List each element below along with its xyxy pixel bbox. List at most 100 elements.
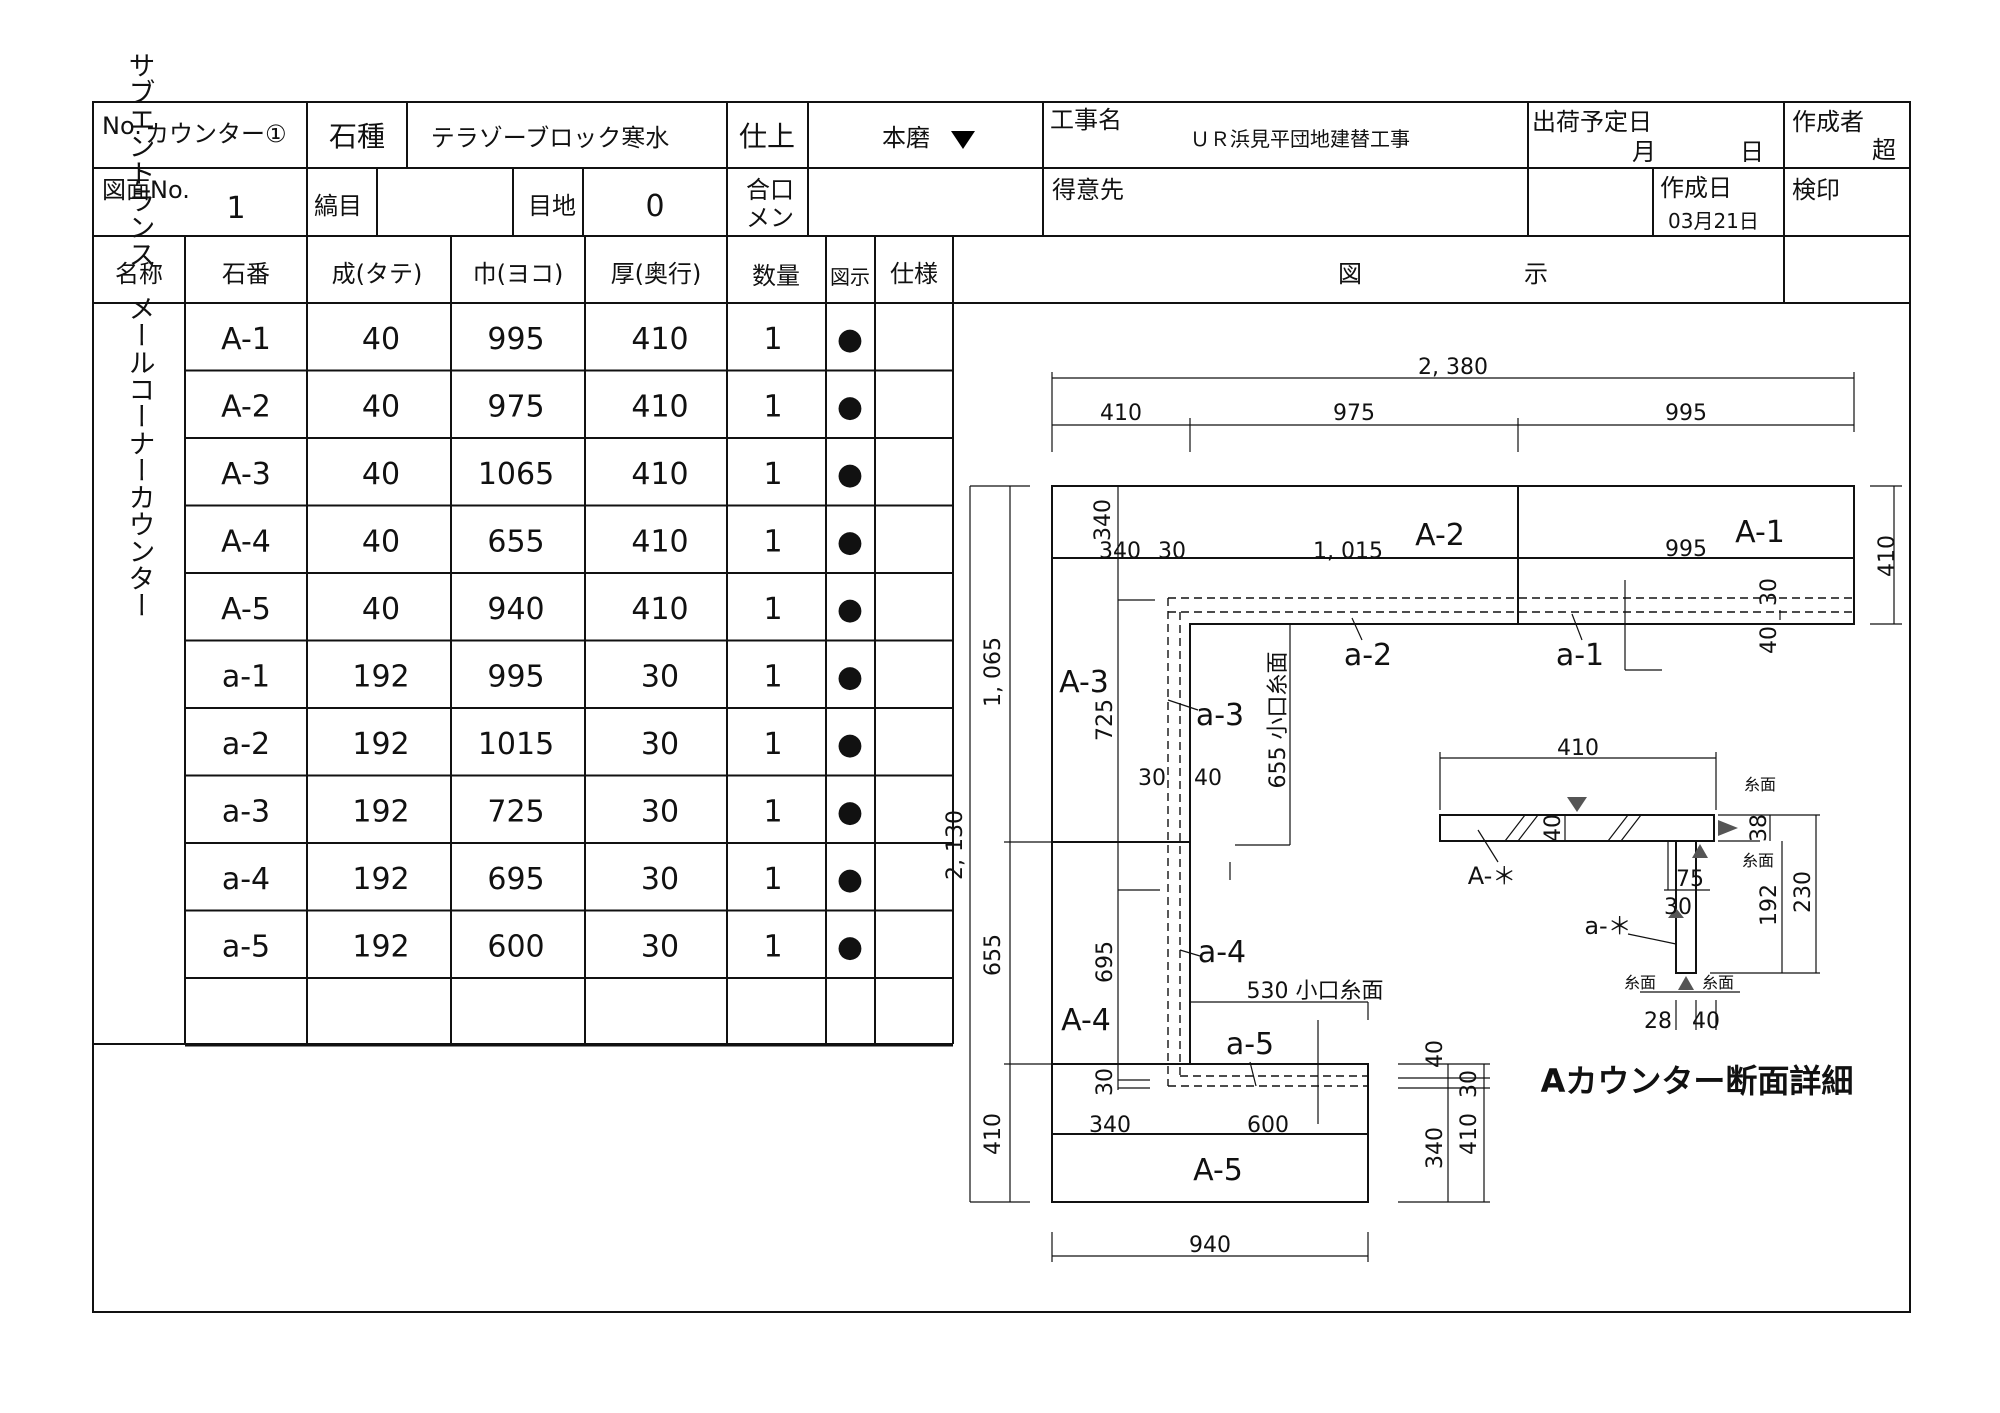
cell-stone-no: A-3 [221, 457, 271, 492]
sec-label-A: A-＊ [1468, 862, 1517, 890]
cell-width: 1015 [478, 727, 554, 762]
cell-depth: 410 [631, 457, 688, 492]
cell-width: 600 [487, 930, 544, 965]
col-header-spec: 仕様 [890, 260, 938, 288]
sec-dim-410: 410 [1557, 736, 1599, 761]
project-value: ＵＲ浜見平団地建替工事 [1190, 127, 1410, 151]
dim-975: 975 [1333, 401, 1375, 426]
sec-dim-38: 38 [1747, 814, 1772, 842]
cell-width: 655 [487, 525, 544, 560]
label-A-2: A-2 [1415, 518, 1465, 553]
cell-figure-mark: ● [837, 930, 863, 965]
dim-410-r: 410 [1875, 535, 1900, 577]
section-detail: 410 糸面 糸面 糸面 糸面 75 30 28 40 A-＊ a-＊ 40 3… [1439, 736, 1854, 1100]
cell-height: 40 [362, 525, 400, 560]
cell-stone-no: A-1 [221, 322, 271, 357]
cell-depth: 410 [631, 592, 688, 627]
cell-height: 40 [362, 592, 400, 627]
cell-height: 40 [362, 390, 400, 425]
dim-340-b: 340 [1099, 539, 1141, 564]
miter-label-2: メン [746, 204, 794, 232]
cell-qty: 1 [763, 525, 782, 560]
label-a-1: a-1 [1556, 638, 1604, 673]
cell-figure-mark: ● [837, 390, 863, 425]
seal-label: 検印 [1792, 176, 1840, 204]
cell-height: 192 [352, 660, 409, 695]
sec-dim-40: 40 [1541, 814, 1566, 842]
joint-label: 目地 [528, 192, 576, 220]
cell-figure-mark: ● [837, 322, 863, 357]
cell-stone-no: a-1 [222, 660, 270, 695]
sec-dim-30: 30 [1664, 895, 1692, 920]
cell-height: 192 [352, 795, 409, 830]
section-apron [1675, 840, 1697, 974]
cell-figure-mark: ● [837, 525, 863, 560]
cell-width: 995 [487, 660, 544, 695]
cell-depth: 410 [631, 390, 688, 425]
hatch-line [1517, 814, 1539, 842]
label-A-1: A-1 [1735, 515, 1785, 550]
cell-figure-mark: ● [837, 862, 863, 897]
leader-line [1571, 613, 1583, 641]
sec-dim-230: 230 [1791, 871, 1816, 913]
cell-qty: 1 [763, 727, 782, 762]
cell-height: 192 [352, 862, 409, 897]
sec-label-a: a-＊ [1584, 912, 1631, 940]
dim-410-b: 410 [981, 1113, 1006, 1155]
col-header-width: 巾(ヨコ) [473, 260, 564, 288]
cell-figure-mark: ● [837, 660, 863, 695]
label-A-3: A-3 [1059, 665, 1109, 700]
dim-530-kogucchi: 530 小口糸面 [1247, 979, 1384, 1004]
author-value: 超 [1872, 136, 1896, 164]
dim-340-c: 340 [1089, 1113, 1131, 1138]
dim-995-b: 995 [1665, 537, 1707, 562]
hatch-line [1620, 814, 1642, 842]
dim-940: 940 [1189, 1233, 1231, 1258]
cell-stone-no: A-2 [221, 390, 271, 425]
dim-30-d: 30 [1457, 1070, 1482, 1098]
leader-line [1351, 617, 1363, 641]
parts-table: 名称 石番 成(タテ) 巾(ヨコ) 厚(奥行) 数量 図示 仕様 サブエントラン… [93, 52, 954, 1047]
dim-695: 695 [1093, 941, 1118, 983]
cell-stone-no: A-5 [221, 592, 271, 627]
no-label: No. [102, 112, 142, 140]
leader-line [1167, 699, 1199, 711]
finish-value: 本磨 [882, 124, 930, 152]
cell-depth: 30 [641, 660, 679, 695]
cell-height: 40 [362, 457, 400, 492]
cell-figure-mark: ● [837, 795, 863, 830]
client-label: 得意先 [1052, 176, 1124, 204]
ship-day: 日 [1740, 138, 1764, 166]
cell-stone-no: a-2 [222, 727, 270, 762]
dim-30-a: 30 [1158, 539, 1186, 564]
cell-width: 975 [487, 390, 544, 425]
sec-dim-192: 192 [1757, 884, 1782, 926]
label-A-4: A-4 [1061, 1003, 1111, 1038]
cell-stone-no: a-4 [222, 862, 270, 897]
finish-label: 仕上 [739, 120, 795, 153]
section-title: Aカウンター断面詳細 [1541, 1062, 1854, 1100]
cell-qty: 1 [763, 795, 782, 830]
leader-line [1627, 933, 1677, 945]
cell-stone-no: A-4 [221, 525, 271, 560]
no-value: カウンター① [145, 120, 287, 148]
cell-depth: 410 [631, 322, 688, 357]
label-a-2: a-2 [1344, 638, 1392, 673]
cell-qty: 1 [763, 592, 782, 627]
dim-410-c: 410 [1457, 1113, 1482, 1155]
cell-qty: 1 [763, 930, 782, 965]
dim-340-a: 340 [1091, 499, 1116, 541]
ship-label: 出荷予定日 [1532, 108, 1652, 136]
cell-depth: 30 [641, 930, 679, 965]
part-group-name: サブエントランス メールコーナーカウンター [124, 52, 155, 619]
section-top-slab [1439, 814, 1715, 842]
col-header-qty: 数量 [752, 262, 800, 290]
cell-width: 695 [487, 862, 544, 897]
